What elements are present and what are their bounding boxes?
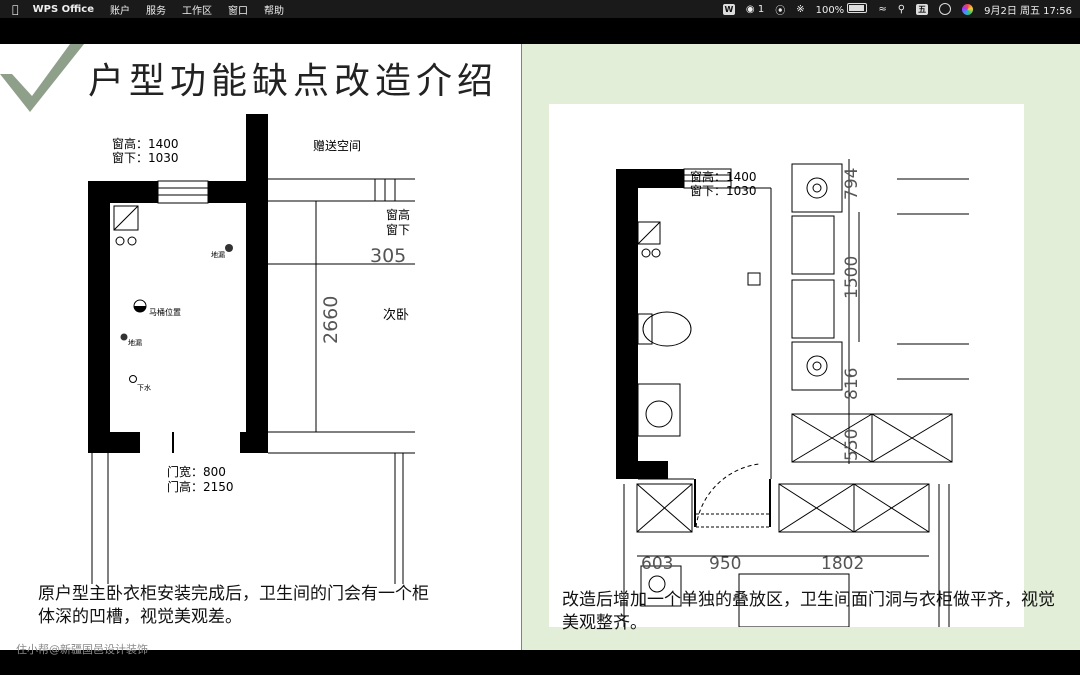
left-floor-plan: 窗高：1400 窗下：1030 赠送空间 窗高 窗下 305 2660 次卧 地… — [88, 114, 415, 584]
caption-after: 改造后增加一个单独的叠放区，卫生间面门洞与衣柜做平齐，视觉美观整齐。 — [562, 590, 1055, 633]
bottom-bar — [0, 650, 1080, 675]
control-center-icon[interactable] — [939, 3, 952, 15]
battery-percent: 100% — [815, 4, 845, 16]
menu-item-window[interactable]: 窗口 — [221, 5, 248, 17]
app-menu[interactable]: WPS Office — [26, 3, 94, 15]
dim-1500: 1500 — [842, 256, 862, 299]
dim-2660: 2660 — [320, 296, 342, 344]
window-height-label: 窗高：1400 — [112, 136, 179, 151]
caption-before: 原户型主卧衣柜安装完成后，卫生间的门会有一个柜体深的凹槽，视觉美观差。 — [38, 584, 429, 627]
window-height-label-2: 窗高 — [386, 207, 410, 222]
wechat-badge: 1 — [757, 3, 765, 15]
dim-550: 550 — [842, 429, 862, 461]
window-sill-label-2: 窗下 — [386, 223, 410, 237]
gift-space-label: 赠送空间 — [313, 138, 361, 153]
dim-816: 816 — [842, 368, 862, 400]
input-method-icon[interactable]: 五 — [916, 3, 929, 15]
dim-1802: 1802 — [821, 554, 864, 574]
dim-950: 950 — [709, 554, 741, 574]
drain-label: 下水 — [137, 383, 151, 392]
menu-item-services[interactable]: 服务 — [139, 5, 166, 17]
apple-icon[interactable]:  — [12, 3, 19, 16]
wps-status-icon[interactable]: W — [722, 3, 735, 15]
search-icon[interactable]: ⚲ — [897, 3, 906, 15]
door-height-label: 门高：2150 — [167, 479, 234, 494]
door-width-label: 门宽：800 — [167, 464, 226, 479]
battery-icon — [847, 2, 868, 13]
wechat-icon: ◉ — [745, 3, 755, 15]
menu-item-workspace[interactable]: 工作区 — [175, 5, 212, 17]
floor-drain-label-2: 地漏 — [128, 338, 142, 347]
menu-bar-left:  WPS Office 账户 服务 工作区 窗口 帮助 — [12, 0, 300, 18]
check-mark-decoration — [0, 44, 84, 112]
datetime[interactable]: 9月2日 周五 17:56 — [984, 5, 1072, 17]
floor-drain-label-1: 地漏 — [211, 250, 225, 259]
second-bedroom-label: 次卧 — [383, 307, 409, 323]
menu-item-account[interactable]: 账户 — [103, 5, 130, 17]
menu-item-help[interactable]: 帮助 — [257, 5, 284, 17]
right-window-height-label: 窗高：1400 — [690, 169, 757, 184]
menu-bar:  WPS Office 账户 服务 工作区 窗口 帮助 W ◉ 1 ⦿ ※ 1… — [0, 0, 1080, 18]
menu-bar-right: W ◉ 1 ⦿ ※ 100% ≈ ⚲ 五 9月2日 周五 17:56 — [722, 0, 1072, 18]
right-window-sill-label: 窗下：1030 — [690, 184, 757, 198]
battery-status[interactable]: 100% — [815, 2, 868, 16]
bluetooth-icon[interactable]: ※ — [796, 3, 805, 15]
right-floor-plan: 窗高：1400 窗下：1030 794 1500 816 550 603 950… — [616, 159, 969, 627]
slide-divider — [521, 44, 522, 650]
slide-title: 户型功能缺点改造介绍 — [88, 61, 499, 102]
dim-794: 794 — [842, 168, 862, 200]
siri-icon[interactable] — [962, 3, 974, 15]
airdrop-icon[interactable]: ⦿ — [775, 5, 786, 17]
dim-603: 603 — [641, 554, 673, 574]
wifi-icon[interactable]: ≈ — [878, 3, 887, 15]
toilet-position-label: 马桶位置 — [149, 307, 181, 317]
window-sill-label: 窗下：1030 — [112, 151, 179, 165]
dim-305: 305 — [370, 245, 406, 267]
watermark: 住小帮@新疆国邑设计装饰 — [16, 643, 148, 656]
slide: 户型功能缺点改造介绍 — [0, 44, 1080, 650]
wechat-status[interactable]: ◉ 1 — [746, 4, 764, 15]
